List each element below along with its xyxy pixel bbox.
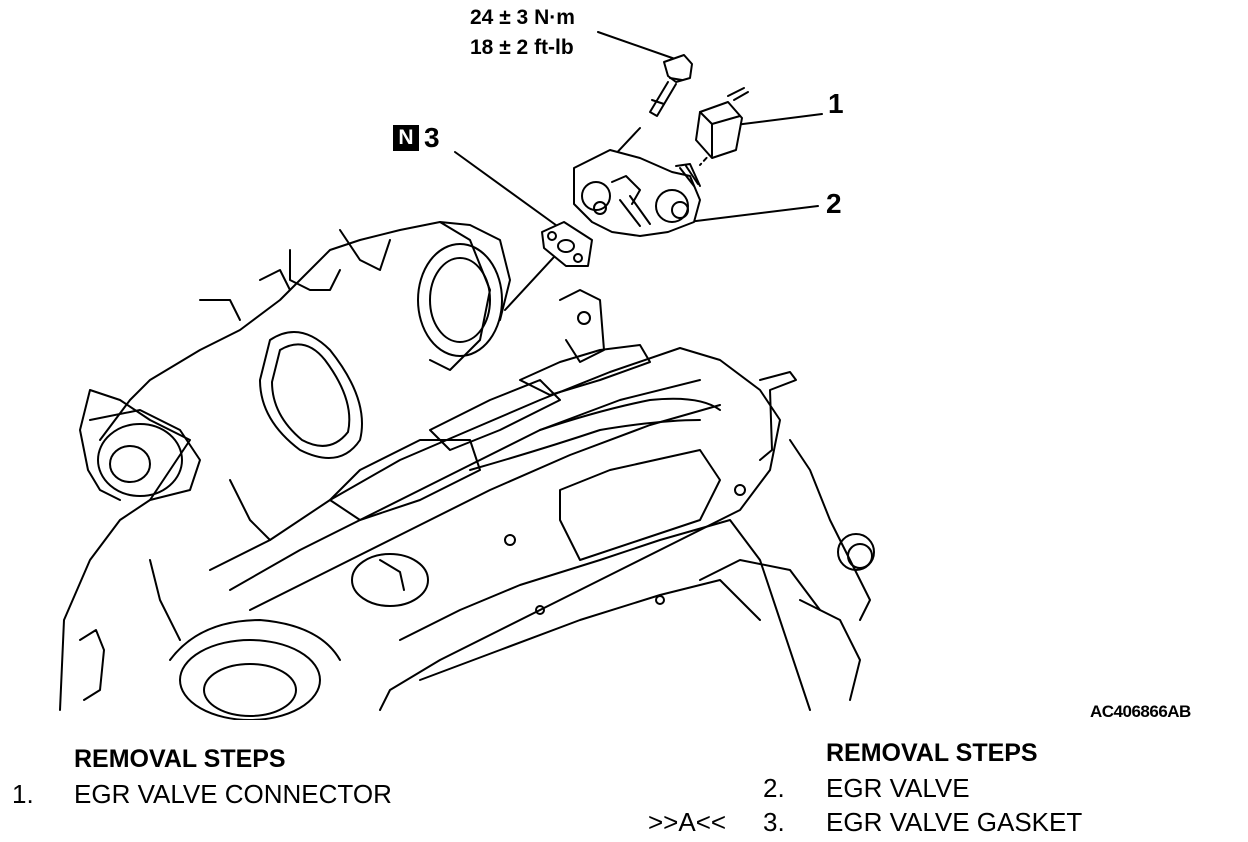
step-3-marker: >>A<< bbox=[648, 807, 727, 837]
engine-block bbox=[59, 221, 875, 720]
step-2-number: 2. bbox=[763, 773, 785, 803]
egr-valve bbox=[573, 149, 701, 237]
step-1-number: 1. bbox=[12, 779, 34, 809]
removal-steps-heading-left: REMOVAL STEPS bbox=[74, 745, 286, 773]
torque-spec-metric: 24 ± 3 N·m bbox=[470, 6, 575, 29]
callout-1: 1 bbox=[828, 88, 844, 119]
callout-3: 3 bbox=[424, 122, 440, 153]
step-2-label: EGR VALVE bbox=[826, 773, 970, 803]
step-1-label: EGR VALVE CONNECTOR bbox=[74, 779, 392, 809]
engine-illustration bbox=[59, 31, 875, 720]
egr-valve-gasket bbox=[541, 221, 593, 267]
bolt bbox=[649, 54, 693, 117]
step-3-label: EGR VALVE GASKET bbox=[826, 807, 1083, 837]
removal-steps-heading-right: REMOVAL STEPS bbox=[826, 739, 1038, 767]
figure-id: AC406866AB bbox=[1090, 702, 1191, 721]
step-3-number: 3. bbox=[763, 807, 785, 837]
non-reusable-badge: N bbox=[393, 125, 419, 151]
callout-2: 2 bbox=[826, 188, 842, 219]
torque-spec-imperial: 18 ± 2 ft-lb bbox=[470, 36, 574, 59]
egr-valve-connector bbox=[695, 87, 749, 159]
